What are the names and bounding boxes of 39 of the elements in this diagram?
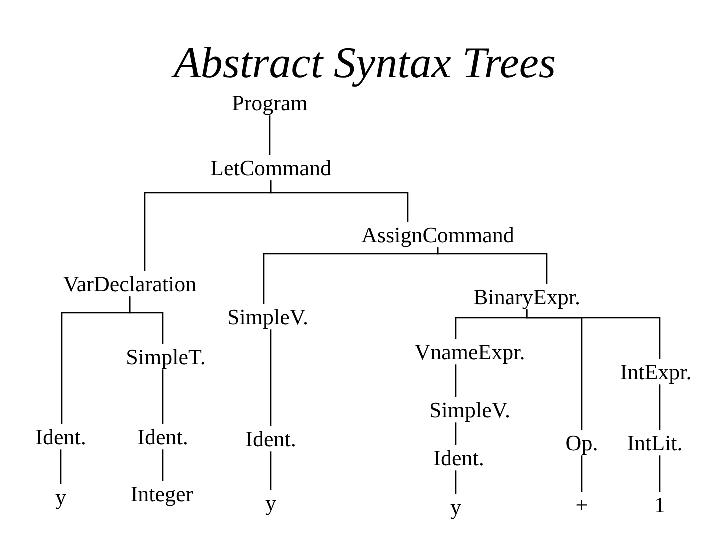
node-label: BinaryExpr. xyxy=(474,284,580,310)
node-label: IntLit. xyxy=(627,430,683,456)
node-label: Op. xyxy=(566,430,598,456)
tree-connector xyxy=(581,456,583,492)
tree-connector xyxy=(162,370,164,424)
node-label: + xyxy=(576,492,588,518)
node-label: SimpleV. xyxy=(228,304,308,330)
node-label: y xyxy=(450,494,462,520)
tree-connector xyxy=(270,330,272,426)
node-label: SimpleV. xyxy=(430,397,510,423)
tree-connector xyxy=(129,296,164,344)
node-label: AssignCommand xyxy=(362,222,514,248)
tree-connector xyxy=(437,248,548,284)
node-label: y xyxy=(266,490,276,516)
node-label: Integer xyxy=(130,481,194,507)
node-label: Ident. xyxy=(434,445,484,471)
diagram-title: Abstract Syntax Trees xyxy=(174,38,556,90)
node-label: 1 xyxy=(654,492,666,518)
tree-connector xyxy=(270,452,272,490)
tree-connector xyxy=(60,450,62,484)
tree-connector xyxy=(659,384,661,430)
node-label: Ident. xyxy=(36,424,86,450)
node-label: SimpleT. xyxy=(126,344,206,370)
node-label: LetCommand xyxy=(210,155,332,181)
node-label: Ident. xyxy=(138,424,188,450)
node-label: IntExpr. xyxy=(620,359,692,385)
tree-connector xyxy=(269,116,271,156)
node-label: VarDeclaration xyxy=(63,271,197,297)
node-label: Ident. xyxy=(246,426,296,452)
node-label: Program xyxy=(232,90,308,116)
tree-connector xyxy=(455,470,457,494)
tree-connector xyxy=(455,364,457,398)
node-label: VnameExpr. xyxy=(414,339,526,365)
tree-connector xyxy=(162,450,164,482)
node-label: y xyxy=(56,484,66,510)
tree-connector xyxy=(455,422,457,446)
tree-connector xyxy=(526,310,661,360)
tree-connector xyxy=(270,180,409,222)
tree-connector xyxy=(659,456,661,492)
